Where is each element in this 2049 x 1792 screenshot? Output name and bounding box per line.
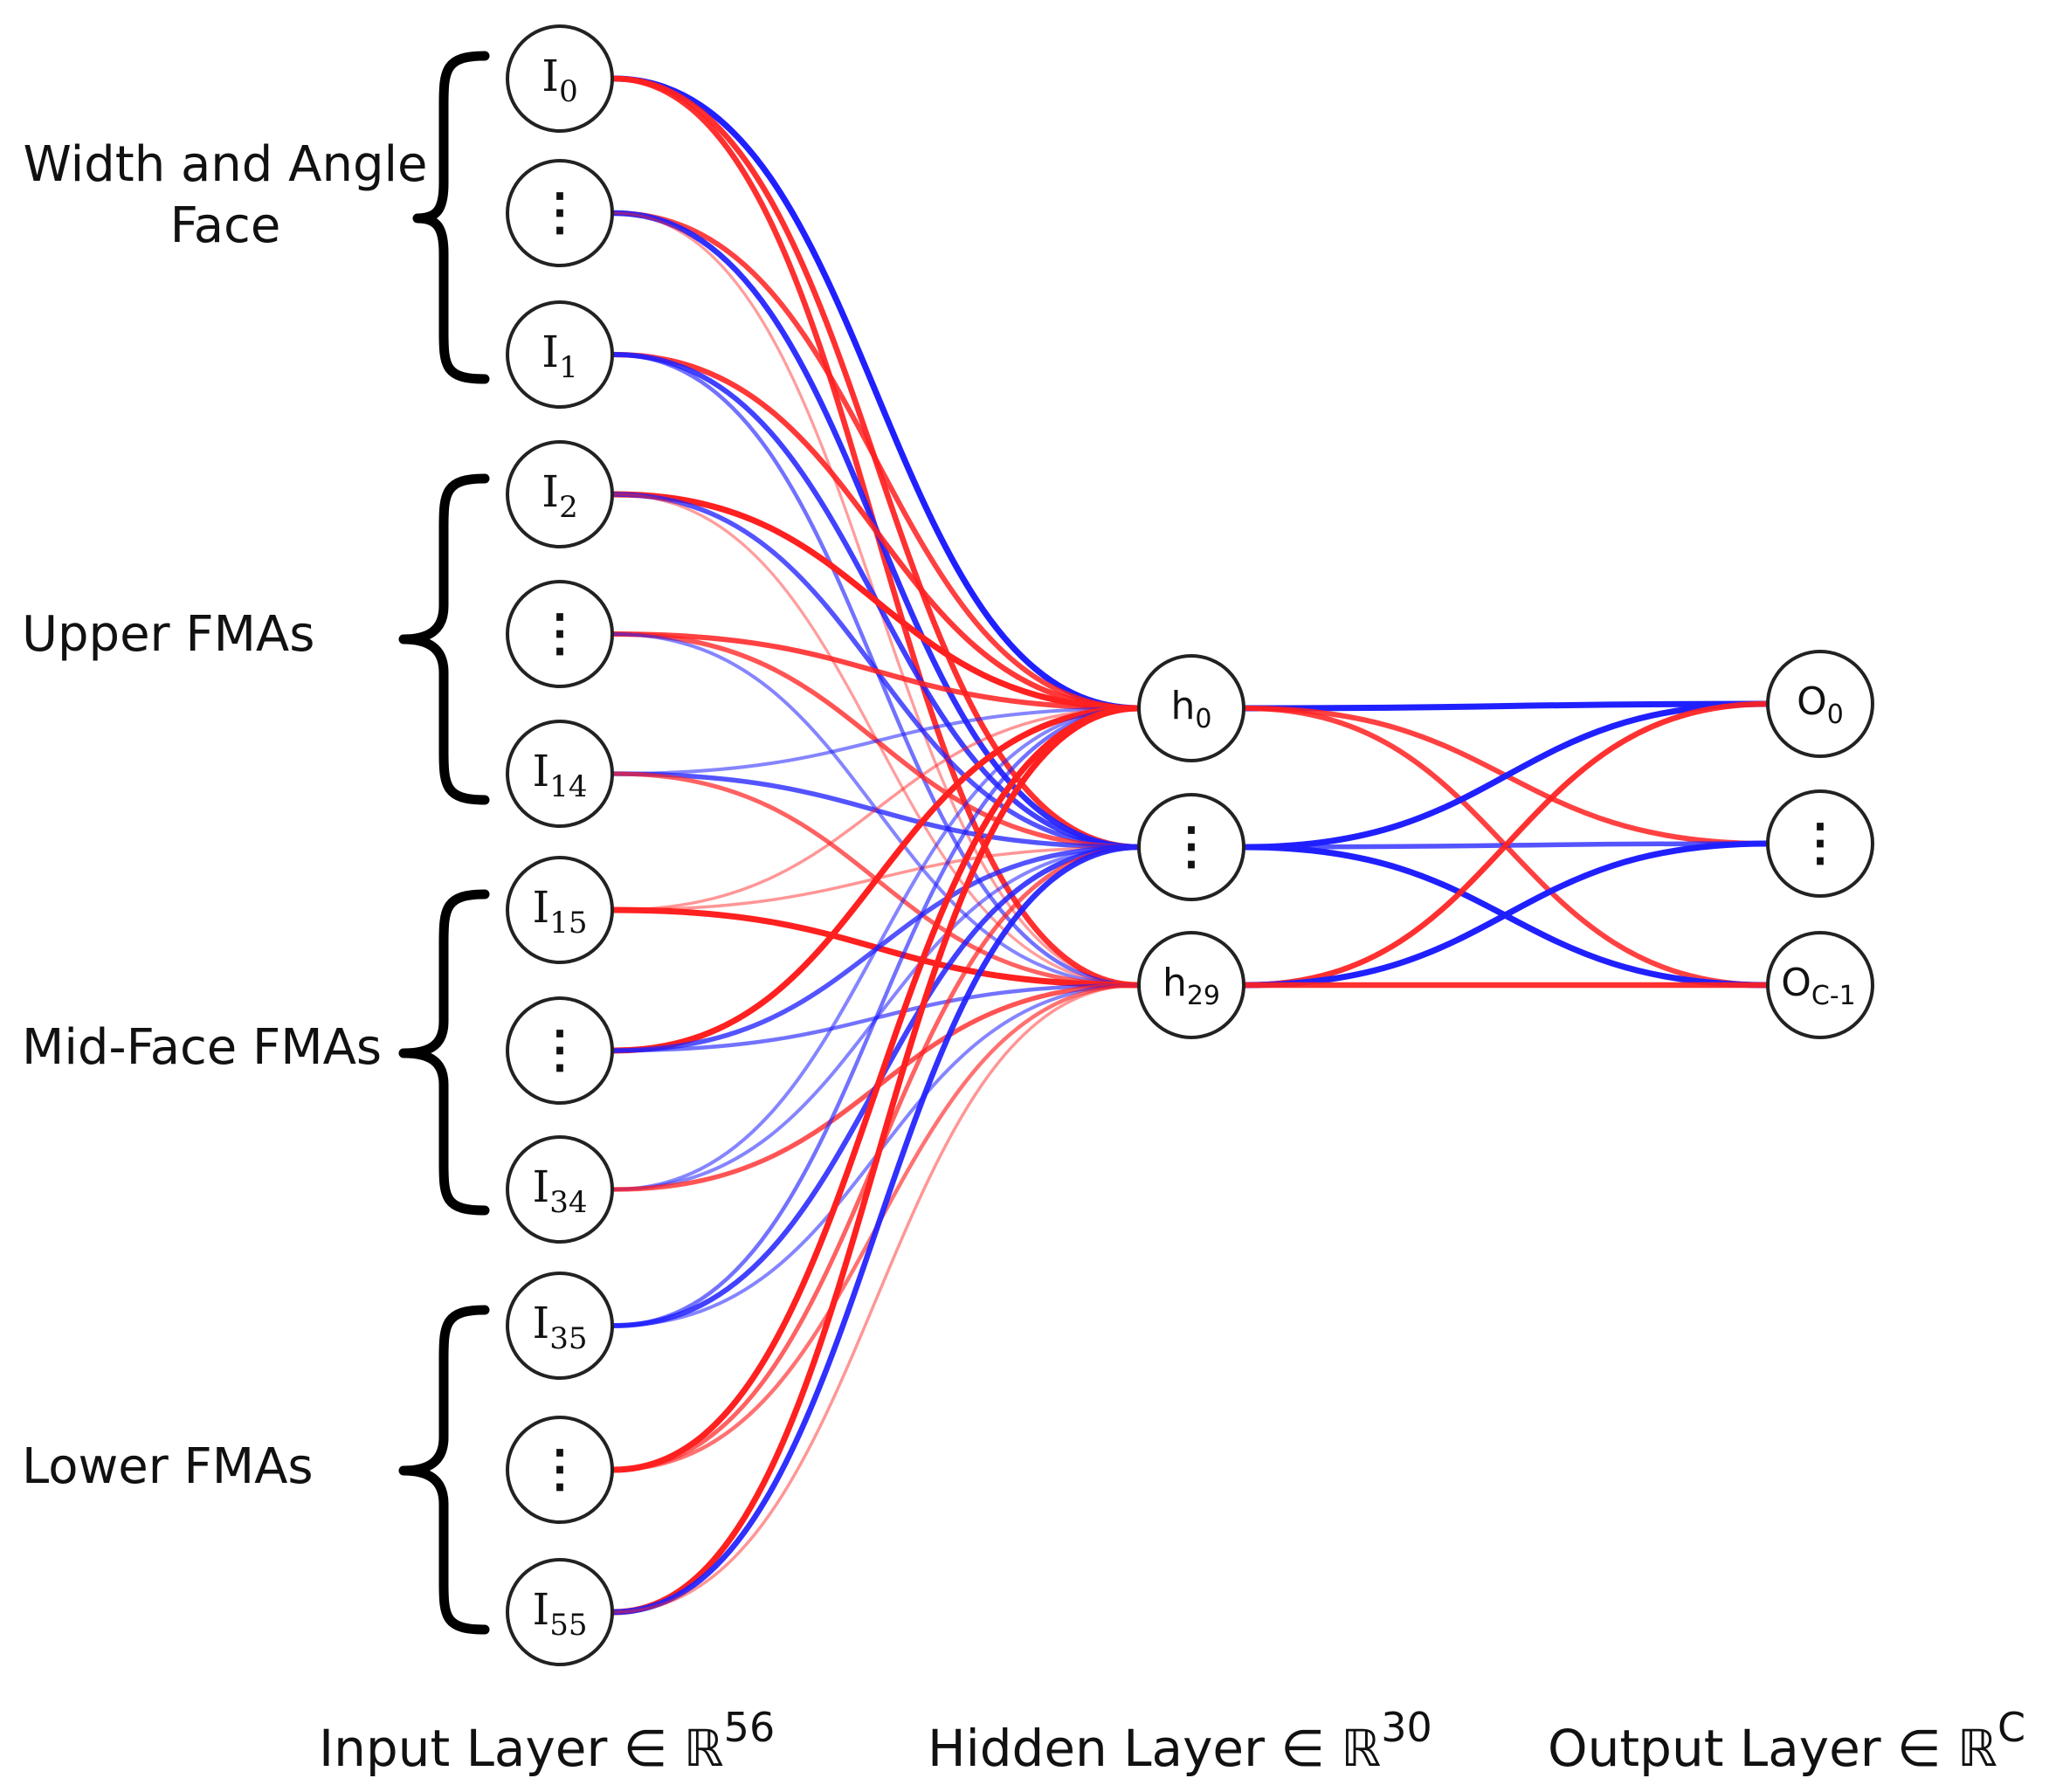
group-label-lower-fmas: Lower FMAs: [22, 1438, 314, 1495]
svg-text:I1: I1: [542, 327, 577, 385]
edge-input11-hidden2: [612, 983, 1141, 1614]
input-hidden-connections: [611, 75, 1142, 1616]
input-node-ellipsis-4: ⋮: [506, 1416, 614, 1524]
input-node-0: I0: [506, 24, 614, 133]
svg-text:O0: O0: [1797, 679, 1844, 730]
svg-text:OC-1: OC-1: [1781, 961, 1856, 1011]
brace-lower-fmas: [398, 1305, 490, 1635]
hidden-node-0: h0: [1137, 654, 1245, 762]
svg-text:h0: h0: [1171, 684, 1212, 734]
svg-text:⋮: ⋮: [1795, 812, 1845, 872]
svg-text:I2: I2: [542, 466, 577, 525]
svg-text:h29: h29: [1162, 961, 1220, 1011]
input-node-ellipsis-2: ⋮: [506, 580, 614, 688]
brace-upper-fmas: [398, 473, 490, 805]
brace-width-angle: [412, 51, 490, 384]
input-node-2: I2: [506, 440, 614, 548]
input-layer-label: Input Layer ∈ ℝ56: [319, 1704, 775, 1778]
svg-text:⋮: ⋮: [535, 603, 585, 662]
input-node-14: I14: [506, 720, 614, 828]
edge-input3-hidden0: [611, 491, 1142, 712]
group-label-width-angle-line1: Width and Angle: [23, 136, 427, 193]
edge-input0-hidden0: [611, 75, 1142, 712]
edge-input1-hidden0: [611, 210, 1142, 711]
hidden-node-29: h29: [1137, 931, 1245, 1039]
edge-input5-hidden1: [611, 771, 1142, 850]
svg-text:⋮: ⋮: [535, 1438, 585, 1498]
edge-input4-hidden0: [611, 631, 1142, 711]
edge-input11-hidden1: [611, 844, 1142, 1616]
svg-text:I35: I35: [532, 1298, 587, 1356]
edge-hidden2-output1: [1242, 840, 1771, 989]
edge-input8-hidden0: [612, 706, 1141, 1191]
svg-text:⋮: ⋮: [1166, 816, 1217, 875]
output-node-ellipsis: ⋮: [1766, 789, 1874, 898]
group-label-width-angle-line2: Face: [170, 197, 281, 254]
edge-input9-hidden0: [611, 706, 1142, 1328]
edge-input7-hidden0: [611, 705, 1142, 1054]
edge-hidden2-output0: [1242, 700, 1771, 989]
svg-text:I34: I34: [532, 1161, 587, 1220]
group-label-mid-face-fmas: Mid-Face FMAs: [22, 1019, 382, 1076]
hidden-output-connections: [1242, 700, 1771, 989]
input-node-15: I15: [506, 856, 614, 964]
input-node-ellipsis-1: ⋮: [506, 159, 614, 267]
edge-input2-hidden0: [611, 351, 1142, 712]
input-node-35: I35: [506, 1272, 614, 1380]
input-node-55: I55: [506, 1558, 614, 1666]
edge-hidden1-output0: [1242, 700, 1771, 851]
edge-input10-hidden0: [611, 705, 1142, 1473]
output-node-c-minus-1: OC-1: [1766, 931, 1874, 1039]
edge-input5-hidden0: [612, 706, 1141, 775]
svg-text:I15: I15: [532, 882, 587, 941]
edge-hidden0-output0: [1242, 700, 1771, 712]
svg-text:⋮: ⋮: [535, 182, 585, 241]
brace-mid-face-fmas: [398, 889, 490, 1216]
output-layer-label: Output Layer ∈ ℝC: [1548, 1704, 2025, 1778]
input-node-ellipsis-3: ⋮: [506, 996, 614, 1105]
edge-input6-hidden0: [612, 706, 1141, 912]
hidden-node-ellipsis: ⋮: [1137, 793, 1245, 901]
input-node-1: I1: [506, 300, 614, 409]
hidden-layer-label: Hidden Layer ∈ ℝ30: [928, 1704, 1432, 1778]
svg-text:I14: I14: [532, 746, 587, 804]
output-node-0: O0: [1766, 650, 1874, 758]
input-node-34: I34: [506, 1135, 614, 1244]
group-label-upper-fmas: Upper FMAs: [22, 606, 314, 663]
svg-text:⋮: ⋮: [535, 1019, 585, 1079]
svg-text:I55: I55: [532, 1584, 587, 1643]
svg-text:I0: I0: [542, 51, 577, 109]
edge-input11-hidden0: [611, 705, 1142, 1616]
